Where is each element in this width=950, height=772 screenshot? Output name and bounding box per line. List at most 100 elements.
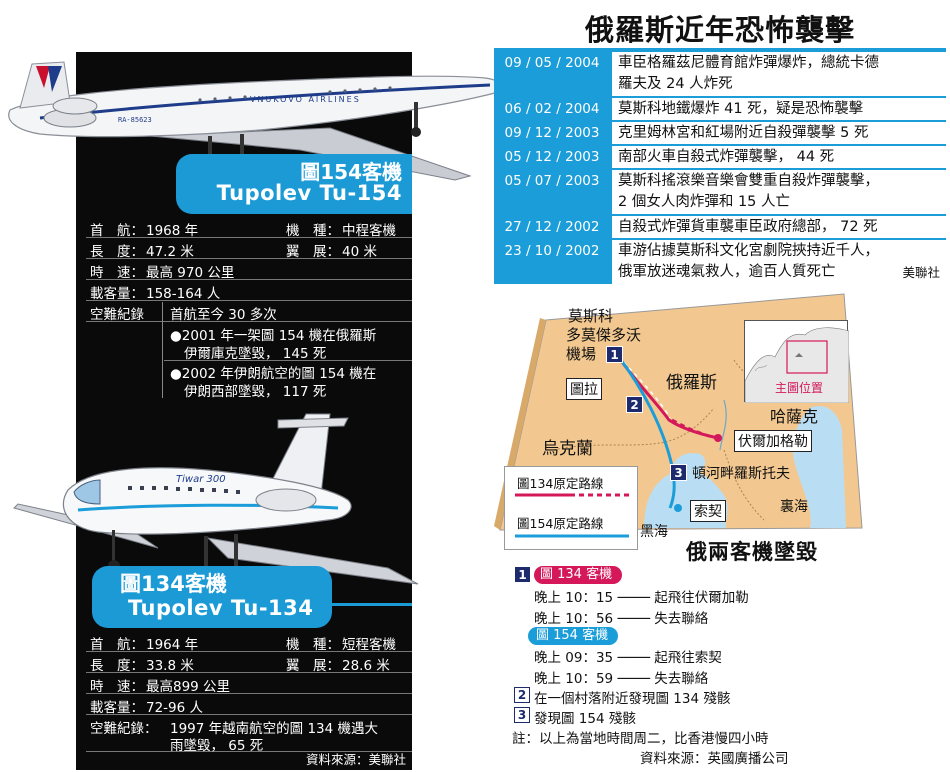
spec-row: 空難紀錄： 1997 年越南航空的圖 134 機遇大 雨墜毀， 65 死 xyxy=(86,716,412,754)
spec-label: 首 航： xyxy=(90,223,144,239)
spec-label: 機 種： xyxy=(286,637,340,653)
spec-row: 空難紀錄 首航至今 30 多次 xyxy=(86,302,412,323)
tu134-livery-text: Tiwar 300 xyxy=(176,474,226,485)
spec-value: 最高899 公里 xyxy=(146,679,231,695)
attack-row: 06 / 02 / 2004 莫斯科地鐵爆炸 41 死，疑是恐怖襲擊 xyxy=(494,98,946,120)
marker-1: 1 xyxy=(606,346,623,363)
spec-label: 首 航： xyxy=(90,637,144,653)
inset-locator-map: 主圖位置 xyxy=(744,320,850,404)
timeline-source: 資料來源：英國廣播公司 xyxy=(640,751,789,767)
inset-label: 主圖位置 xyxy=(775,381,824,395)
spec-row: ●2002 年伊朗航空的圖 154 機在 伊朗西部墜毀， 117 死 xyxy=(164,362,412,400)
map-label-kazakhstan: 哈薩克 xyxy=(770,407,819,426)
spec-value: 中程客機 xyxy=(342,223,396,239)
attack-text-line: 南部火車自殺式炸彈襲擊， 44 死 xyxy=(618,149,835,165)
spec-row: 首 航： 1964 年 機 種： 短程客機 xyxy=(86,632,412,653)
tag-tu154: 圖 154 客機 xyxy=(528,627,619,645)
attack-description: 南部火車自殺式炸彈襲擊， 44 死 xyxy=(612,146,946,168)
tu154-name-banner: 圖154客機 Tupolev Tu-154 xyxy=(176,154,412,214)
attacks-title: 俄羅斯近年恐怖襲擊 xyxy=(494,6,946,47)
legend-134-label: 圖134原定路線 xyxy=(517,476,604,491)
attack-text-line: 俄軍放迷魂氣救人，逾百人質死亡 美聯社 xyxy=(618,262,940,283)
attack-text-line: 莫斯科地鐵爆炸 41 死，疑是恐怖襲擊 xyxy=(618,101,864,117)
spec-label: 載客量： xyxy=(90,700,144,716)
attack-date: 27 / 12 / 2002 xyxy=(504,219,600,235)
map-label-sochi: 索契 xyxy=(690,500,726,522)
attack-date: 09 / 12 / 2003 xyxy=(504,125,600,141)
attack-date: 23 / 10 / 2002 xyxy=(504,243,600,259)
attack-row: 27 / 12 / 2002 自殺式炸彈貨車襲車臣政府總部， 72 死 xyxy=(494,216,946,238)
attack-date: 06 / 02 / 2004 xyxy=(504,101,600,117)
attack-row: 05 / 12 / 2003 南部火車自殺式炸彈襲擊， 44 死 xyxy=(494,146,946,168)
timeline-134-takeoff: 晚上 10：15 ──── 起飛往伏爾加勒 xyxy=(534,590,749,606)
attack-row: 05 / 07 / 2003 莫斯科搖滾樂音樂會雙重自殺炸彈襲擊， 2 個女人肉… xyxy=(494,170,946,214)
spec-row: 時 速： 最高 970 公里 xyxy=(86,260,412,281)
spec-row: 載客量： 72-96 人 xyxy=(86,695,412,716)
spec-row: 首 航： 1968 年 機 種： 中程客機 xyxy=(86,218,412,239)
tag-tu134: 圖 134 客機 xyxy=(534,566,623,584)
spec-divider xyxy=(162,302,163,398)
attack-text-line: 2 個女人肉炸彈和 15 人亡 xyxy=(618,194,791,210)
spec-label: 機 種： xyxy=(286,223,340,239)
attack-text-line: 車游佔據莫斯科文化宮劇院挾持近千人， xyxy=(618,243,879,259)
spec-row: 時 速： 最高899 公里 xyxy=(86,674,412,695)
spec-row: 載客量： 158-164 人 xyxy=(86,281,412,302)
spec-label: 翼 展： xyxy=(286,658,340,674)
attack-date: 05 / 07 / 2003 xyxy=(504,173,600,189)
route-legend: 圖134原定路線 圖154原定路線 xyxy=(504,466,638,550)
attack-description: 莫斯科搖滾樂音樂會雙重自殺炸彈襲擊， 2 個女人肉炸彈和 15 人亡 xyxy=(612,170,946,214)
tu134-name-zh: 圖134客機 xyxy=(120,572,227,596)
spec-label: 翼 展： xyxy=(286,244,340,260)
spec-value: 1997 年越南航空的圖 134 機遇大 xyxy=(170,721,378,737)
map-label-text: 多莫傑多沃 xyxy=(566,326,642,344)
inset-map-graphic xyxy=(744,327,850,404)
timeline-134-lost: 晚上 10：56 ──── 失去聯絡 xyxy=(534,611,709,627)
attack-row: 09 / 12 / 2003 克里姆林宮和紅場附近自殺彈襲擊 5 死 xyxy=(494,122,946,144)
spec-value: 首航至今 30 多次 xyxy=(170,307,277,323)
timeline-event-3: 發現圖 154 殘骸 xyxy=(534,711,636,727)
record-item: ●2002 年伊朗航空的圖 154 機在 xyxy=(170,366,377,382)
spec-label: 載客量： xyxy=(90,286,144,302)
tu154-livery-text: VNUKOVO AIRLINES xyxy=(250,95,361,104)
tu134-plane-illustration: Tiwar 300 xyxy=(13,413,419,588)
spec-value: 1964 年 xyxy=(146,637,199,653)
legend-134-line xyxy=(515,493,629,497)
spec-row: ●2001 年一架圖 154 機在俄羅斯 伊爾庫克墜毀， 145 死 xyxy=(164,323,412,362)
attack-text-line: 克里姆林宮和紅場附近自殺彈襲擊 5 死 xyxy=(618,125,869,141)
spec-value: 40 米 xyxy=(342,244,377,260)
spec-row: 長 度： 47.2 米 翼 展： 40 米 xyxy=(86,239,412,260)
timeline-154-lost: 晚上 10：59 ──── 失去聯絡 xyxy=(534,671,709,687)
spec-value: 158-164 人 xyxy=(146,286,221,302)
map-label-airport: 機場 xyxy=(566,343,596,364)
attack-row: 09 / 05 / 2004 車臣格羅茲尼體育館炸彈爆炸，總統卡德 羅夫及 24… xyxy=(494,52,946,96)
crash-title: 俄兩客機墜毀 xyxy=(686,540,818,564)
record-item: 伊朗西部墜毀， 117 死 xyxy=(184,384,327,400)
spec-value: 28.6 米 xyxy=(342,658,390,674)
map-label-domodedovo: 多莫傑多沃 xyxy=(566,324,641,345)
attack-text-part: 俄軍放迷魂氣救人，逾百人質死亡 xyxy=(618,264,836,280)
tu134-name-en: Tupolev Tu-134 xyxy=(128,596,314,620)
spec-value: 72-96 人 xyxy=(146,700,204,716)
map-label-text: 莫斯科 xyxy=(568,307,614,325)
marker-3: 3 xyxy=(670,464,687,481)
spec-label: 長 度： xyxy=(90,244,144,260)
attack-row: 23 / 10 / 2002 車游佔據莫斯科文化宮劇院挾持近千人， 俄軍放迷魂氣… xyxy=(494,240,946,284)
attack-text-line: 自殺式炸彈貨車襲車臣政府總部， 72 死 xyxy=(618,219,878,235)
map-label-black-sea: 黑海 xyxy=(640,524,668,540)
legend-154-line xyxy=(515,534,629,538)
record-item: 伊爾庫克墜毀， 145 死 xyxy=(184,346,327,362)
map-label-caspian: 裏海 xyxy=(780,499,808,515)
spec-value: 1968 年 xyxy=(146,223,199,239)
spec-value: 雨墜毀， 65 死 xyxy=(170,738,264,754)
attack-text-line: 莫斯科搖滾樂音樂會雙重自殺炸彈襲擊， xyxy=(618,173,879,189)
spec-value: 短程客機 xyxy=(342,637,396,653)
spec-label: 時 速： xyxy=(90,679,144,695)
map-label-volgograd: 伏爾加格勒 xyxy=(734,430,812,452)
tu134-source: 資料來源：美聯社 xyxy=(306,752,407,767)
map-label-moscow: 莫斯科 xyxy=(568,305,613,326)
attacks-source: 美聯社 xyxy=(902,265,940,280)
spec-label: 長 度： xyxy=(90,658,144,674)
legend-154-label: 圖154原定路線 xyxy=(517,516,604,531)
attack-description: 車游佔據莫斯科文化宮劇院挾持近千人， 俄軍放迷魂氣救人，逾百人質死亡 美聯社 xyxy=(612,240,946,284)
attacks-table: 09 / 05 / 2004 車臣格羅茲尼體育館炸彈爆炸，總統卡德 羅夫及 24… xyxy=(494,48,946,284)
